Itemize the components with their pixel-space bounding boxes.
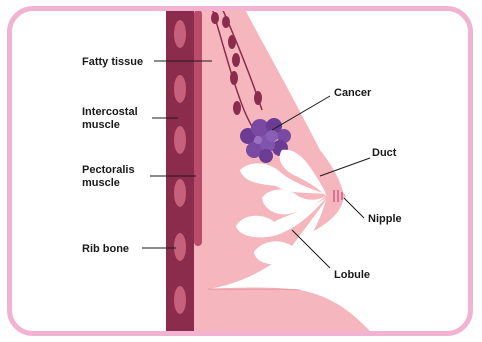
label-fatty-tissue: Fatty tissue bbox=[82, 56, 143, 68]
label-lobule: Lobule bbox=[334, 269, 370, 281]
label-rib-bone: Rib bone bbox=[82, 243, 129, 255]
label-pectoralis-line1: Pectoralis bbox=[82, 164, 135, 176]
label-nipple: Nipple bbox=[368, 213, 402, 225]
chest-lower-tissue bbox=[186, 287, 380, 342]
label-pectoralis-line2: muscle bbox=[82, 177, 120, 189]
label-intercostal-line2: muscle bbox=[82, 119, 120, 131]
label-duct: Duct bbox=[372, 147, 397, 159]
label-intercostal-line1: Intercostal bbox=[82, 106, 138, 118]
pectoralis-muscle bbox=[194, 10, 202, 246]
label-cancer: Cancer bbox=[334, 87, 372, 99]
